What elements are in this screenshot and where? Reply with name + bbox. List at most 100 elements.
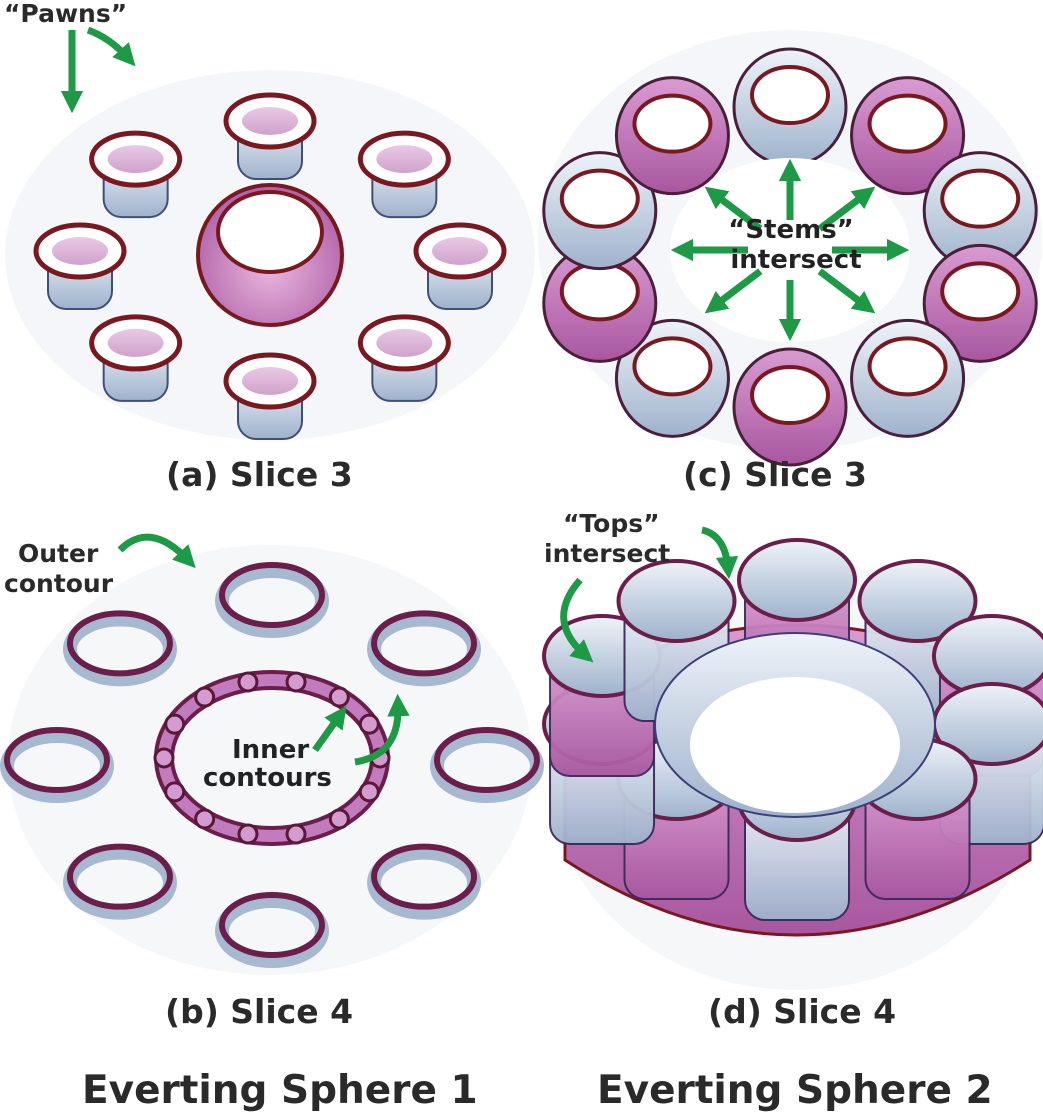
inner-contour-bump [358,781,380,803]
outer-contour-lobe [367,843,482,920]
outer-contour-lobe-edge [219,562,325,628]
inner-contour-bump [194,808,216,830]
outer-contour-lobe [367,610,482,687]
panel-b-halo [8,545,532,975]
inner-contours-label-line1: Inner [232,735,310,765]
stems-label-line1: “Stems” [728,215,854,245]
pawn-lobe-inner [432,237,488,265]
outer-contour-lobe [430,727,544,803]
pawn-lobe [33,222,127,310]
outer-contour-arrow [117,533,196,569]
stem-lobe-rim [559,261,640,322]
inner-contour-bump [153,747,175,769]
panel-b-outer-contour [0,562,544,968]
inner-contour-bump [285,823,307,845]
pawn-lobe-inner [52,237,108,265]
outer-contour-label-line1: Outer [18,539,99,568]
stems-arrow [704,186,763,232]
inner-contour-bump [285,671,307,693]
panel-a-pawn-lobes [33,92,507,440]
stem-lobe [732,347,848,467]
pawn-lobe-inner [242,107,298,135]
footer-everting-sphere-2: Everting Sphere 2 [597,1068,993,1113]
stem-lobe [614,76,730,196]
stems-arrow [817,268,876,314]
pawn-lobe [89,130,183,219]
tops-arrow-left [560,577,594,663]
outer-contour-lobe [62,843,177,920]
outer-contour-lobe [62,610,177,687]
caption-panel-d: (d) Slice 4 [708,992,897,1031]
panel-d-arrows [560,526,739,663]
pawn-lobe-inner [107,328,164,357]
outer-contour-label-line2: contour [4,569,114,598]
panel-c-arrows [670,158,910,342]
outer-contour-lobe [215,562,329,638]
outer-contour-lobe-edge [66,843,173,910]
tops-arrow-right [701,526,739,580]
inner-contour-bump [328,808,350,830]
stem-lobe [732,47,848,167]
inner-contour-arrow-2 [354,693,410,766]
inner-contour-arrow-1 [312,705,347,753]
stem-lobe-rim [940,168,1021,229]
outer-contour-lobe-edge [371,610,478,677]
stem-lobe-rim [559,168,640,229]
stem-lobe-rim [867,336,948,397]
panel-c-stem-ring [542,47,1038,467]
pawn-lobe [89,314,183,402]
inner-contour-bump [164,781,186,803]
pawn-lobe-inner [376,328,433,357]
top-lobe-cap [737,538,857,622]
panel-a-center-opening [216,190,324,274]
tops-label-line1: “Tops” [563,509,660,538]
inner-contour-bump [328,686,350,708]
outer-contour-lobe [215,892,329,968]
inner-contour-bump [164,713,186,735]
pawns-label: “Pawns” [4,0,128,28]
stems-arrow [704,268,763,314]
outer-contour-lobe-edge [371,843,478,910]
inner-contour-bump [237,823,259,845]
outer-contour-lobe-edge [4,727,110,793]
pawn-lobe [223,92,317,180]
stem-lobe [614,318,730,438]
panel-b-inner-contours [153,671,391,845]
footer-everting-sphere-1: Everting Sphere 1 [82,1068,478,1113]
stem-lobe-rim [867,93,948,154]
panel-a-illustration [5,70,535,440]
stem-lobe-rim [750,365,830,425]
tops-label-line2: intersect [544,539,671,568]
stem-lobe [850,76,966,196]
inner-contour-bump [194,686,216,708]
inner-contour-bump [358,713,380,735]
stem-lobe [922,243,1038,363]
panel-d-center-hole [690,677,900,813]
caption-panel-a: (a) Slice 3 [166,455,353,494]
panel-a-arrows [60,26,136,114]
stem-lobe [542,151,658,271]
pawn-lobe [223,352,317,440]
stem-lobe-rim [632,336,713,397]
caption-panel-b: (b) Slice 4 [165,992,354,1031]
stem-lobe-rim [940,261,1021,322]
top-lobe-cap [857,559,978,644]
caption-panel-c: (c) Slice 3 [683,455,867,494]
stem-lobe [850,318,966,438]
inner-contour-bump [237,671,259,693]
stem-lobe [542,243,658,363]
outer-contour-lobe-edge [66,610,173,677]
top-lobe-cap [616,559,737,644]
stems-arrow [817,186,876,232]
panel-d-illustration [542,538,1043,990]
panel-b-illustration [0,545,544,975]
inner-contours-label-line2: contours [203,763,332,793]
outer-contour-lobe [0,727,114,803]
pawn-lobe-inner [107,145,164,174]
pawns-arrow-right [86,26,136,67]
pawn-lobe [357,130,451,219]
stem-lobe-rim [632,93,713,154]
stems-label-line2: intersect [730,245,862,275]
pawn-lobe-inner [376,145,433,174]
